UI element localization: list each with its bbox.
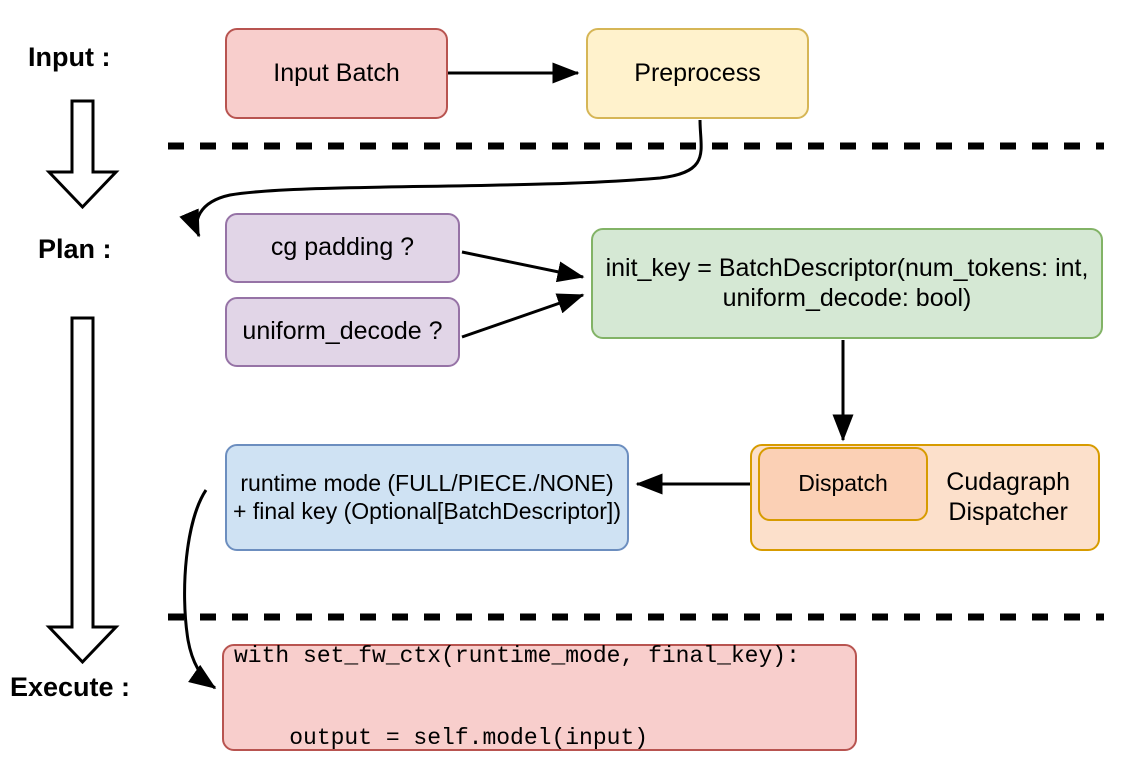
node-runtime-mode[interactable]: runtime mode (FULL/PIECE./NONE) + final … [225,444,629,551]
node-execute-code[interactable]: with set_fw_ctx(runtime_mode, final_key)… [222,643,857,751]
node-runtime-mode-line-2: + final key (Optional[BatchDescriptor]) [233,497,621,524]
node-cg-padding-label: cg padding ? [270,233,415,262]
node-runtime-mode-line-1: runtime mode (FULL/PIECE./NONE) [240,470,614,497]
node-dispatch[interactable]: Dispatch [758,447,928,521]
edge-runtime-mode-to-execute-code [183,489,217,690]
node-init-key-line-1: init_key = BatchDescriptor(num_tokens: i… [605,254,1089,282]
node-execute-code-line-1: with set_fw_ctx(runtime_mode, final_key)… [234,643,800,670]
stage-label-plan: Plan : [38,234,112,264]
node-cudagraph-dispatcher-line-1: Cudagraph [946,468,1070,496]
node-cg-padding[interactable]: cg padding ? [225,213,460,283]
stage-arrow-input-to-plan-icon [45,99,120,210]
node-dispatch-label: Dispatch [798,470,888,497]
node-preprocess-label: Preprocess [634,58,761,87]
node-cudagraph-dispatcher-line-2: Dispatcher [948,497,1068,526]
stage-label-input: Input : [28,42,111,72]
edge-uniform-decode-to-init-key [461,293,585,339]
stage-label-execute: Execute : [10,672,131,702]
node-uniform-decode-label: uniform_decode ? [242,317,443,346]
stage-arrow-plan-to-execute-icon [45,316,120,665]
node-execute-code-text: with set_fw_ctx(runtime_mode, final_key)… [234,589,800,770]
edge-preprocess-to-cg-padding [179,119,703,238]
node-runtime-mode-text: runtime mode (FULL/PIECE./NONE) + final … [233,470,621,524]
node-input-batch-label: Input Batch [273,58,400,87]
edge-cg-padding-to-init-key [461,250,585,283]
node-execute-code-line-2: output = self.model(input) [234,724,649,751]
node-cudagraph-dispatcher-text: Cudagraph Dispatcher [946,468,1070,527]
node-preprocess[interactable]: Preprocess [586,28,809,119]
node-init-key[interactable]: init_key = BatchDescriptor(num_tokens: i… [591,228,1103,339]
node-init-key-text: init_key = BatchDescriptor(num_tokens: i… [606,254,1089,313]
node-uniform-decode[interactable]: uniform_decode ? [225,297,460,367]
node-init-key-line-2: uniform_decode: bool) [722,283,972,312]
node-input-batch[interactable]: Input Batch [225,28,448,119]
